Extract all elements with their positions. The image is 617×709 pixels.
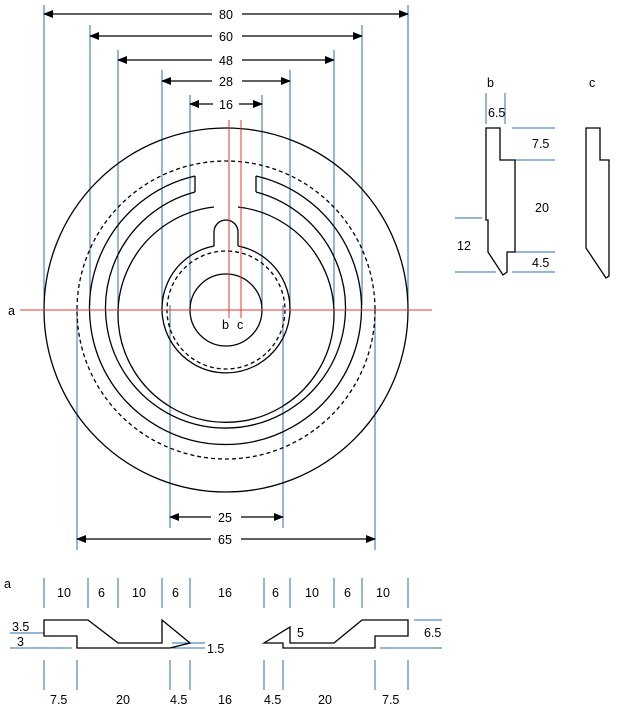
section-a-dim-16-bottom: 16 — [218, 693, 232, 707]
section-a-dim-7-5b: 7.5 — [382, 693, 399, 707]
dim-65: 65 — [218, 533, 232, 547]
section-a-dim-3-5: 3.5 — [12, 620, 29, 634]
section-a-dim-6d: 6 — [344, 586, 351, 600]
section-a-right-profile — [261, 619, 409, 649]
section-a-dim-1-5: 1.5 — [207, 642, 224, 656]
section-label-b: b — [222, 318, 229, 332]
detail-b-label: b — [487, 76, 494, 90]
section-lines — [20, 120, 432, 318]
section-a: a 10 6 10 6 16 6 — [4, 577, 442, 707]
section-a-dim-10c: 10 — [305, 586, 319, 600]
section-a-dim-20a: 20 — [116, 693, 130, 707]
top-dimensions: 80 60 48 28 16 — [43, 5, 409, 113]
section-a-dim-6-5: 6.5 — [424, 626, 441, 640]
detail-b-dim-20: 20 — [535, 201, 549, 215]
section-a-dim-3: 3 — [17, 635, 24, 649]
inner-arc-48 — [117, 206, 335, 423]
section-label-c: c — [237, 318, 243, 332]
detail-c-label: c — [589, 76, 595, 90]
detail-b-dim-7-5: 7.5 — [532, 137, 549, 151]
section-a-dim-10a: 10 — [57, 586, 71, 600]
section-a-dim-4-5b: 4.5 — [264, 693, 281, 707]
key-tab — [213, 219, 239, 246]
section-a-dim-6b: 6 — [172, 586, 179, 600]
section-a-dim-20b: 20 — [318, 693, 332, 707]
section-a-dim-4-5a: 4.5 — [170, 693, 187, 707]
dim-28: 28 — [219, 75, 233, 89]
section-a-left-profile — [43, 618, 192, 649]
bottom-dimensions: 25 65 — [76, 508, 376, 548]
section-a-dim-7-5a: 7.5 — [50, 693, 67, 707]
dim-25: 25 — [218, 511, 232, 525]
section-a-dim-5: 5 — [297, 626, 304, 640]
section-a-label: a — [4, 577, 11, 591]
extension-lines — [43, 5, 409, 550]
section-a-dim-10b: 10 — [132, 586, 146, 600]
detail-b-dim-12: 12 — [457, 239, 471, 253]
dim-16: 16 — [219, 98, 233, 112]
dim-60: 60 — [219, 30, 233, 44]
section-a-dim-10d: 10 — [376, 586, 390, 600]
detail-b-dim-6-5: 6.5 — [488, 106, 505, 120]
spiral-groove-inner — [104, 191, 347, 429]
section-label-a: a — [8, 304, 15, 318]
detail-b-dim-4-5: 4.5 — [532, 256, 549, 270]
inner-arc-28 — [161, 245, 291, 374]
detail-c-profile — [585, 127, 610, 279]
detail-b: b 6.5 7.5 20 12 4.5 — [455, 76, 555, 276]
section-a-dim-6a: 6 — [98, 586, 105, 600]
spiral-groove-outer — [88, 175, 363, 446]
detail-b-profile — [485, 127, 516, 276]
dim-48: 48 — [219, 54, 233, 68]
section-a-dim-16-top: 16 — [218, 586, 232, 600]
dim-80: 80 — [219, 8, 233, 22]
detail-c: c — [585, 76, 610, 279]
section-a-dim-6c: 6 — [272, 586, 279, 600]
